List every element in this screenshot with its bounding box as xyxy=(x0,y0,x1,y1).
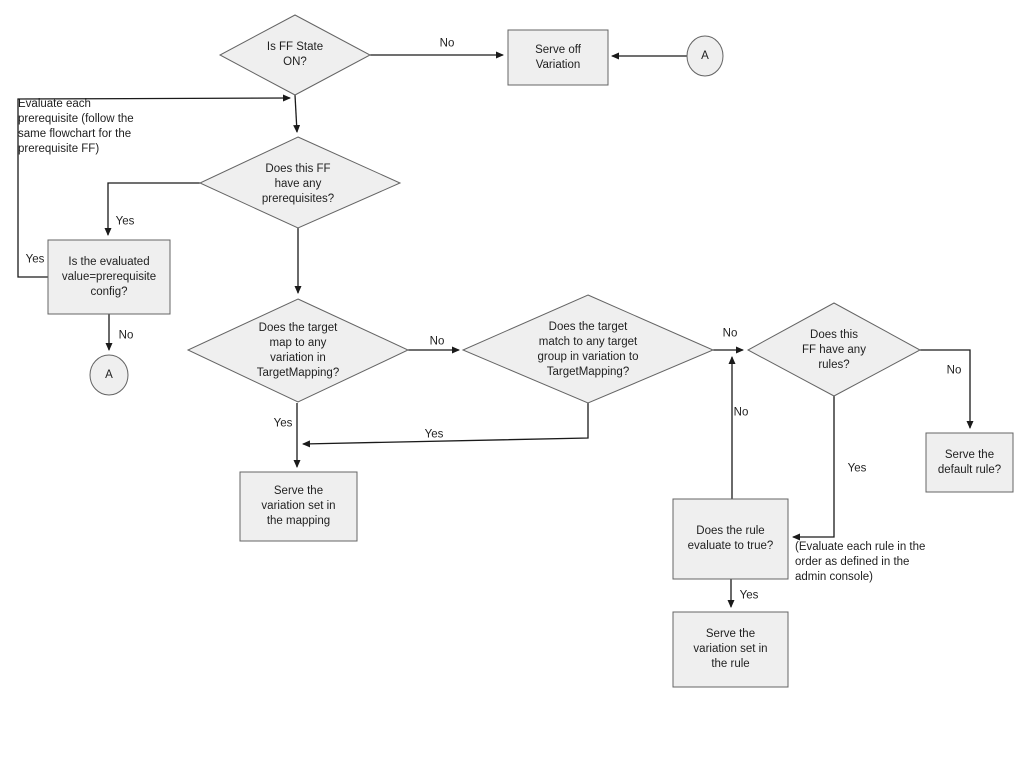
process-serve-rule-variation xyxy=(672,611,789,688)
edge-group-yes xyxy=(302,403,589,448)
decision-has-prereqs xyxy=(198,136,402,229)
process-prereq-value-check xyxy=(47,239,171,315)
label-has-rules: Does this FF have any rules? xyxy=(802,328,866,371)
connector-a-top xyxy=(686,35,724,77)
process-serve-default-rule xyxy=(925,432,1014,493)
process-rule-evaluates-true xyxy=(672,498,789,580)
decision-has-rules xyxy=(746,302,922,397)
edge-label-prereqcheck-no: No xyxy=(118,329,134,342)
edge-label-mapping-yes: Yes xyxy=(273,417,293,430)
label-connector-a-top: A xyxy=(701,49,709,62)
label-is-ff-on: Is FF State ON? xyxy=(266,41,324,68)
edge-label-prereqs-yes: Yes xyxy=(115,215,135,228)
label-serve-rule-variation: Serve the variation set in the rule xyxy=(693,628,768,670)
edge-label-ffstate-no: No xyxy=(439,37,455,50)
edge-rules-no xyxy=(920,349,974,429)
edge-label-rule-yes: Yes xyxy=(739,589,759,602)
edge-label-rules-yes: Yes xyxy=(847,462,867,475)
label-target-mapping: Does the target map to any variation in … xyxy=(256,322,340,379)
edge-label-rules-no: No xyxy=(946,364,962,377)
edge-prereqs-yes xyxy=(104,182,200,236)
note-evaluate-prerequisite: Evaluate each prerequisite (follow the s… xyxy=(18,98,134,155)
label-serve-default-rule: Serve the default rule? xyxy=(937,448,1002,476)
label-serve-off-variation: Serve off Variation xyxy=(535,43,581,71)
label-prereq-value-check: Is the evaluated value=prerequisite conf… xyxy=(61,255,157,298)
note-rule-order: (Evaluate each rule in the order as defi… xyxy=(795,541,926,583)
edge-prereq-loop xyxy=(17,94,291,278)
label-connector-a-left: A xyxy=(105,368,113,381)
edge-ffstate-down xyxy=(293,94,301,133)
edge-label-rule-no: No xyxy=(733,406,749,419)
decision-target-mapping xyxy=(186,298,410,403)
edge-label-mapping-no: No xyxy=(429,335,445,348)
label-has-prereqs: Does this FF have any prerequisites? xyxy=(261,162,335,205)
process-serve-mapping-variation xyxy=(239,471,358,542)
edge-label-loop-yes: Yes xyxy=(25,253,45,266)
decision-target-group xyxy=(461,294,715,404)
edge-label-group-yes: Yes xyxy=(424,428,444,441)
process-serve-off-variation xyxy=(507,29,609,86)
label-serve-mapping-variation: Serve the variation set in the mapping xyxy=(261,485,336,527)
connector-a-left xyxy=(89,354,129,396)
label-rule-evaluates-true: Does the rule evaluate to true? xyxy=(687,525,774,552)
edge-label-group-no: No xyxy=(722,327,738,340)
edge-rules-yes xyxy=(792,396,835,541)
label-target-group: Does the target match to any target grou… xyxy=(537,321,639,378)
decision-is-ff-on xyxy=(218,14,372,96)
